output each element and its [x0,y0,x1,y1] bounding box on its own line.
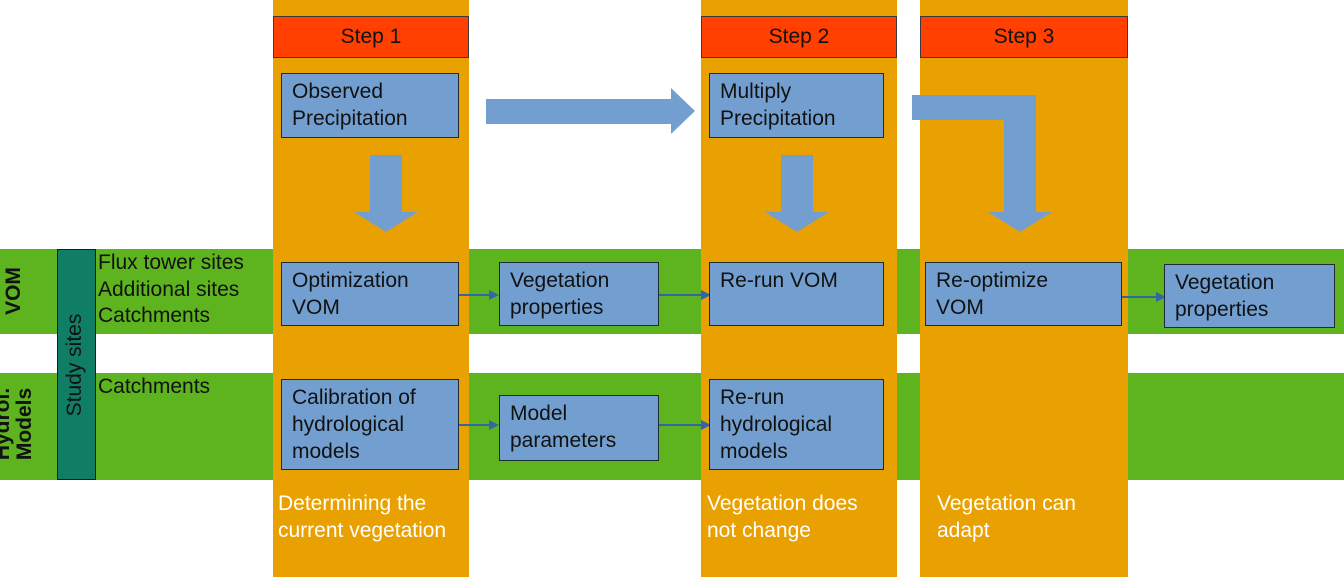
multiply-precipitation-box: Multiply Precipitation [709,73,884,138]
reoptimize-vom-box: Re-optimize VOM [925,262,1122,326]
right-arrow-step1-to-step2 [486,88,695,134]
step2-note: Vegetation does not change [707,492,858,542]
vom-sites-list: Flux tower sites Additional sites Catchm… [98,251,244,327]
vegetation-properties-box-1: Vegetation properties [499,262,659,326]
step3-note: Vegetation can adapt [937,492,1076,542]
step1-note: Determining the current vegetation [278,492,447,542]
vegetation-properties-box-2: Vegetation properties [1164,264,1335,328]
down-arrow-step2 [765,155,829,232]
observed-precipitation-box: Observed Precipitation [281,73,459,138]
study-sites-bar [57,249,96,480]
l-arrow-step2-to-step3 [912,95,1052,232]
step1-header: Step 1 [273,16,469,58]
optimization-vom-box: Optimization VOM [281,262,459,326]
step2-header: Step 2 [701,16,897,58]
model-parameters-box: Model parameters [499,395,659,461]
hydrol-sites-list: Catchments [98,375,211,398]
step3-header: Step 3 [920,16,1128,58]
rerun-hydrological-box: Re-run hydrological models [709,379,884,470]
down-arrow-step1 [354,155,418,232]
rerun-vom-box: Re-run VOM [709,262,884,326]
calibration-box: Calibration of hydrological models [281,379,459,470]
